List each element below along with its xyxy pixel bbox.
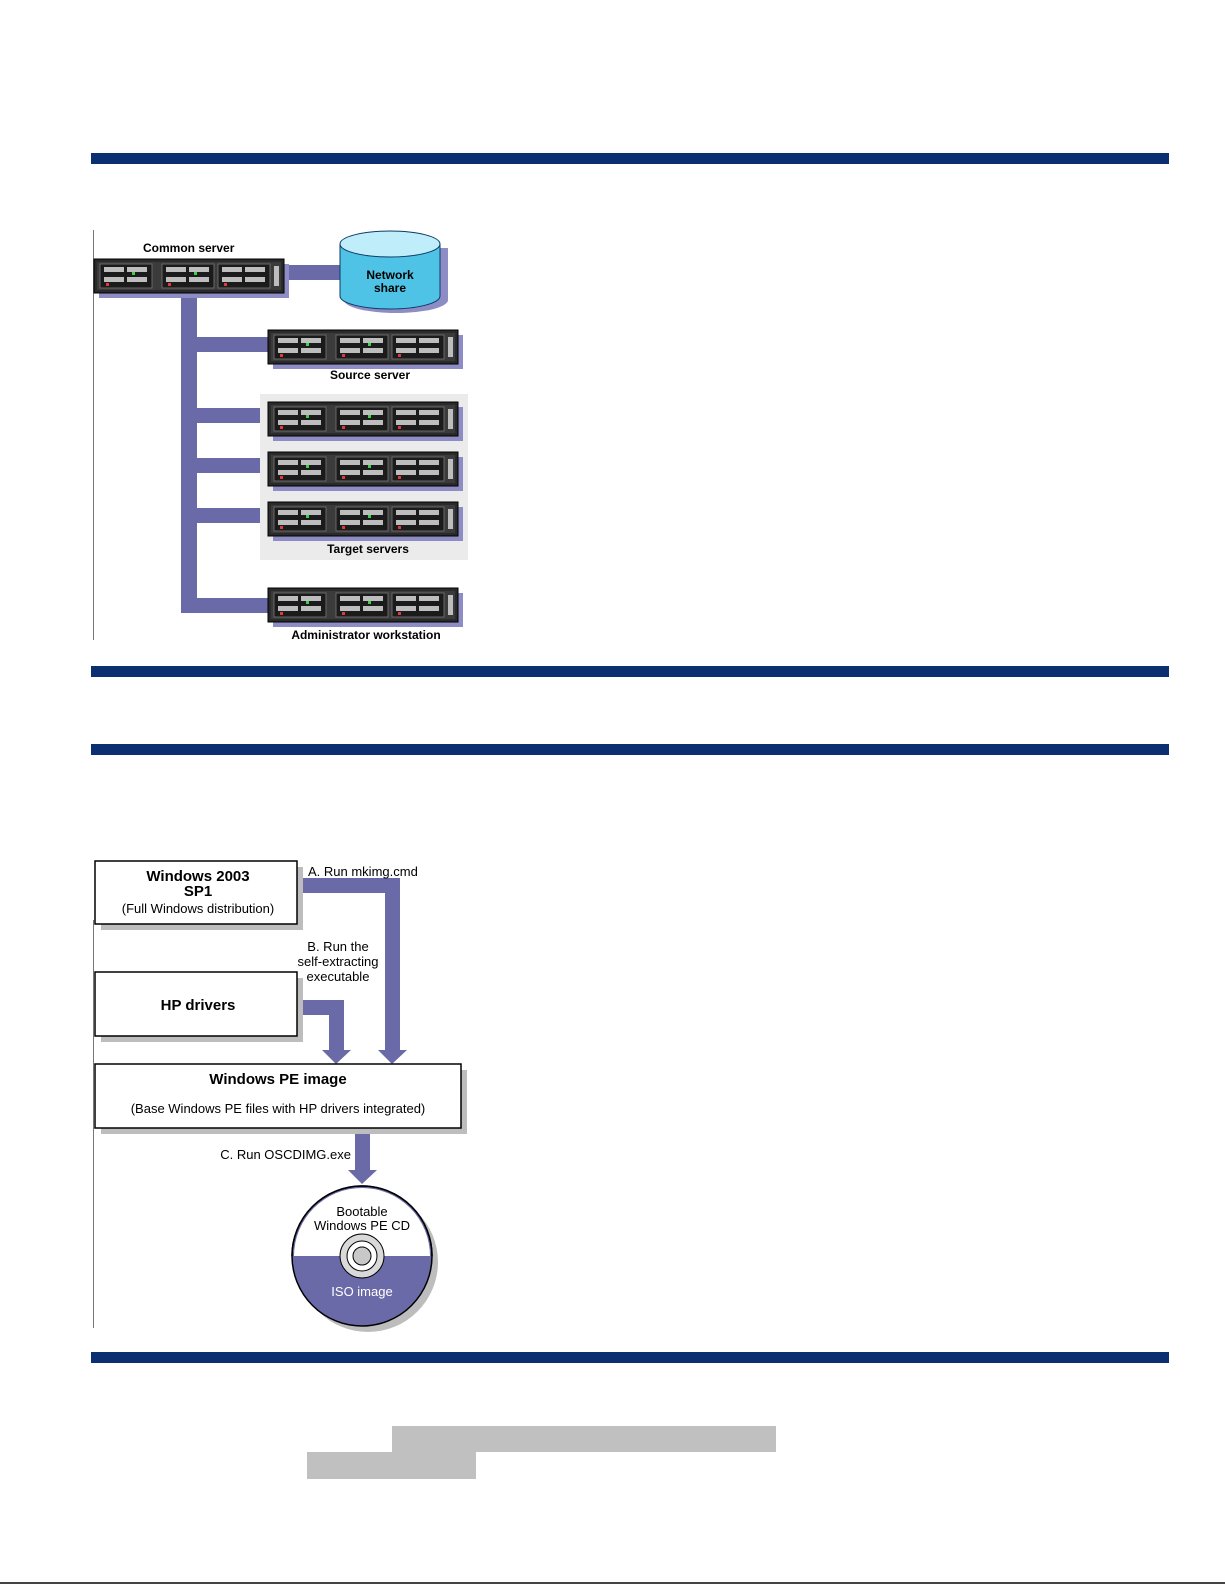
cd-icon bbox=[291, 1185, 438, 1332]
common-server-rack bbox=[93, 258, 290, 299]
page-bottom-border bbox=[0, 1582, 1225, 1584]
hp-drivers-label: HP drivers bbox=[161, 997, 236, 1014]
step-a-label: A. Run mkimg.cmd bbox=[308, 864, 418, 879]
network-share-label-1: Network bbox=[366, 268, 414, 282]
windows-pe-title: Windows PE image bbox=[209, 1071, 346, 1088]
target-server-rack-2 bbox=[267, 451, 464, 492]
hp-drivers-box bbox=[94, 971, 298, 1037]
cd-label-2: Windows PE CD bbox=[314, 1218, 410, 1233]
step-c-label: C. Run OSCDIMG.exe bbox=[220, 1147, 351, 1162]
admin-workstation-label: Administrator workstation bbox=[291, 628, 440, 642]
section-rule-top-2 bbox=[91, 744, 1169, 755]
figure2-left-border bbox=[93, 920, 94, 1328]
step-b-label-2: self-extracting bbox=[298, 954, 379, 969]
admin-workstation-rack bbox=[267, 587, 464, 628]
cd-label-1: Bootable bbox=[336, 1204, 387, 1219]
figure1-connectors bbox=[181, 265, 340, 613]
target-server-rack-3 bbox=[267, 501, 464, 542]
network-share-icon bbox=[339, 230, 448, 313]
source-server-label: Source server bbox=[330, 368, 410, 382]
network-share-label-2: share bbox=[374, 281, 406, 295]
windows-2003-box bbox=[94, 860, 298, 925]
figure1-left-border bbox=[93, 230, 94, 640]
step-b-label-1: B. Run the bbox=[307, 939, 368, 954]
target-server-rack-1 bbox=[267, 401, 464, 442]
windows-2003-title: Windows 2003 bbox=[146, 868, 249, 885]
section-rule-bottom-1 bbox=[91, 666, 1169, 677]
section-rule-bottom-2 bbox=[91, 1352, 1169, 1363]
figure2-connectors bbox=[298, 878, 407, 1184]
section-rule-top-1 bbox=[91, 153, 1169, 164]
target-servers-label: Target servers bbox=[327, 542, 409, 556]
windows-pe-box bbox=[94, 1063, 462, 1129]
redacted-block-2 bbox=[307, 1452, 476, 1479]
windows-2003-subtitle: (Full Windows distribution) bbox=[122, 901, 274, 916]
step-b-label-3: executable bbox=[307, 969, 370, 984]
windows-2003-sp: SP1 bbox=[184, 883, 212, 900]
common-server-label: Common server bbox=[143, 241, 235, 255]
windows-pe-subtitle: (Base Windows PE files with HP drivers i… bbox=[131, 1101, 426, 1116]
source-server-rack bbox=[267, 329, 464, 370]
cd-iso-label: ISO image bbox=[331, 1284, 392, 1299]
redacted-block-1 bbox=[392, 1426, 776, 1452]
